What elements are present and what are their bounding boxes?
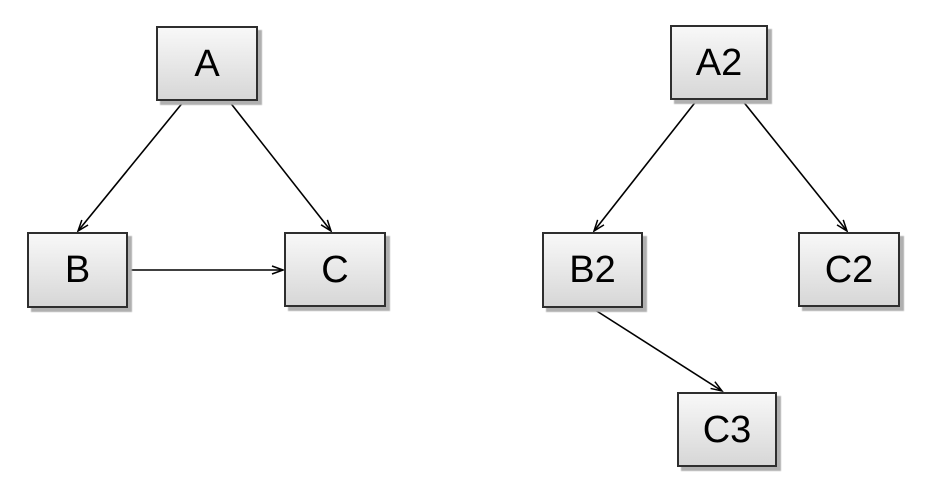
node-label-B: B bbox=[64, 249, 91, 291]
edge-A2-to-C2[interactable] bbox=[741, 99, 847, 231]
node-label-C3: C3 bbox=[702, 408, 752, 451]
edge-A-to-C[interactable] bbox=[228, 100, 331, 231]
node-A[interactable]: A bbox=[156, 26, 258, 101]
edge-B2-to-C3[interactable] bbox=[591, 307, 722, 391]
node-B[interactable]: B bbox=[27, 232, 128, 308]
node-label-C: C bbox=[321, 248, 349, 291]
node-label-A: A bbox=[194, 42, 220, 85]
node-C3[interactable]: C3 bbox=[677, 392, 777, 467]
edge-A-to-B[interactable] bbox=[78, 100, 185, 231]
node-B2[interactable]: B2 bbox=[542, 232, 643, 308]
node-A2[interactable]: A2 bbox=[670, 25, 768, 100]
node-C[interactable]: C bbox=[284, 232, 386, 307]
node-C2[interactable]: C2 bbox=[798, 232, 900, 307]
node-label-C2: C2 bbox=[824, 248, 874, 291]
node-label-A2: A2 bbox=[695, 41, 743, 84]
edge-A2-to-B2[interactable] bbox=[594, 99, 698, 231]
node-label-B2: B2 bbox=[569, 249, 616, 291]
